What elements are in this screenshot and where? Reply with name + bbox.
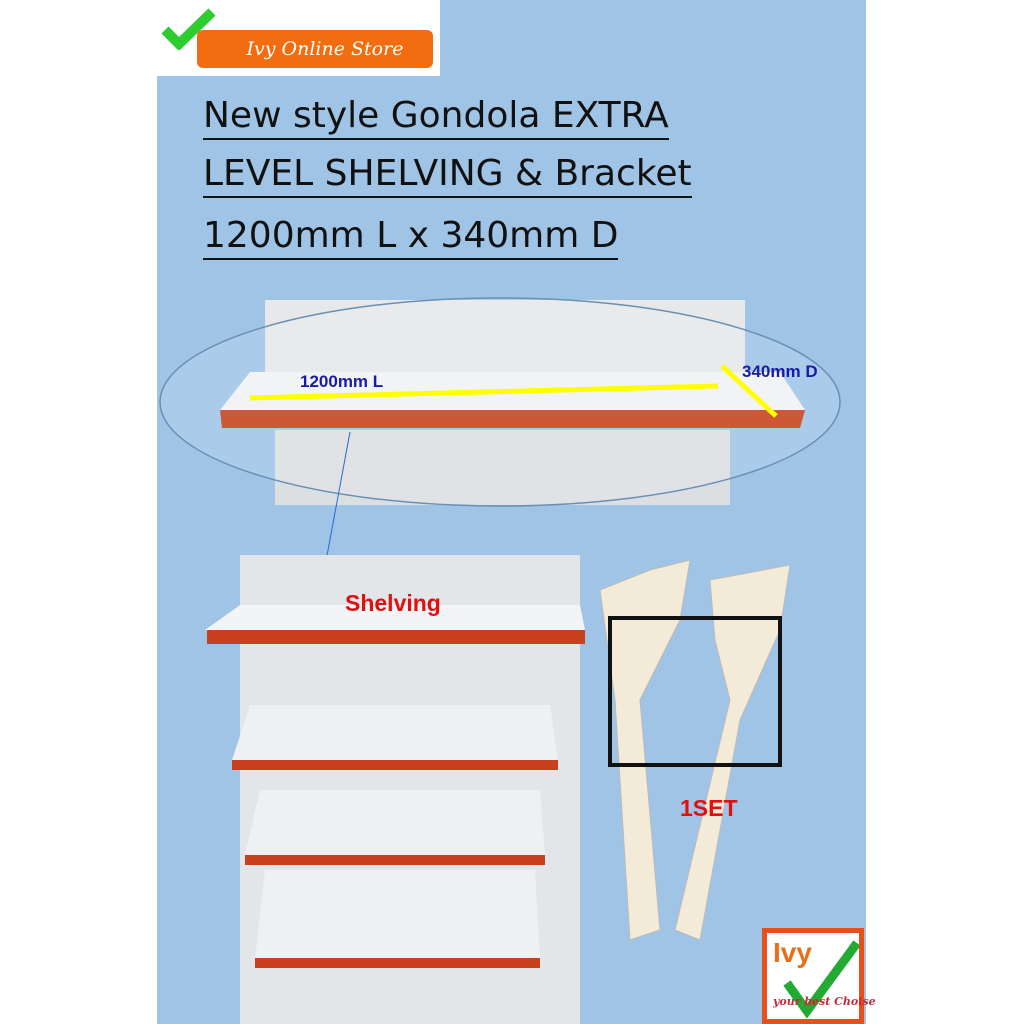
- title-line-2: LEVEL SHELVING & Bracket: [203, 152, 692, 198]
- store-logo: Ivy Online Store: [157, 0, 440, 76]
- brand-badge: Ivy your best Choise: [762, 928, 876, 1024]
- top-shelf-photo: [159, 297, 841, 621]
- bracket-set: [599, 559, 791, 941]
- shelving-unit: [205, 555, 585, 1024]
- green-check-icon: [783, 940, 859, 1019]
- shelving-label: Shelving: [345, 590, 441, 616]
- bracket-label: 1SET: [680, 795, 738, 821]
- brand-tagline: your best Choise: [773, 995, 876, 1008]
- depth-label: 340mm D: [742, 362, 818, 381]
- length-label: 1200mm L: [300, 372, 384, 391]
- title-line-3: 1200mm L x 340mm D: [203, 214, 619, 260]
- store-logo-text: Ivy Online Store: [197, 30, 433, 68]
- title-line-1: New style Gondola EXTRA: [203, 94, 669, 140]
- green-check-icon: [161, 8, 216, 50]
- brand-name: Ivy: [773, 937, 812, 968]
